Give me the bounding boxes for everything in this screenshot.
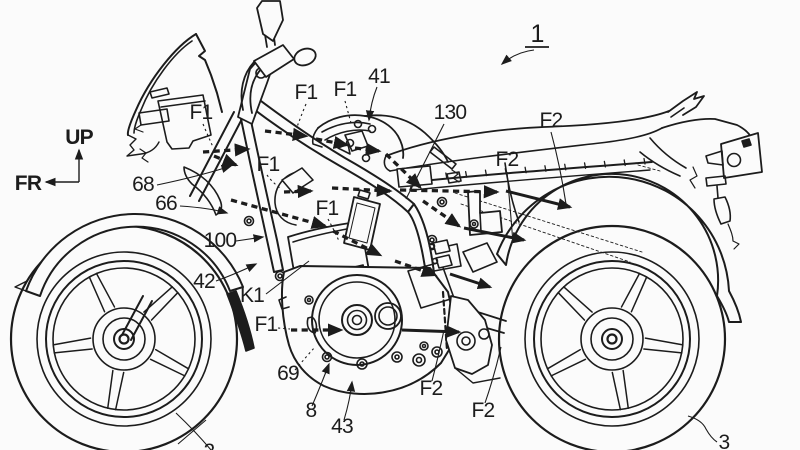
airflow-arrow-f1-dashed	[400, 190, 497, 192]
wheel-spoke	[551, 359, 585, 376]
ref-label-n68: 68	[132, 173, 154, 196]
ref-label-n69: 69	[277, 362, 299, 385]
up-axis-label: UP	[65, 126, 93, 149]
wheel-spoke	[564, 287, 592, 312]
ref-label-n3: 3	[719, 431, 730, 450]
airflow-arrow-f1-dashed	[355, 148, 379, 151]
leader-line-f1-top2	[345, 101, 351, 123]
wheel-spoke	[152, 293, 178, 320]
ref-label-n66: 66	[155, 192, 177, 215]
wheel-spoke	[53, 338, 90, 345]
ref-label-f2-seat1: F2	[540, 109, 563, 132]
leader-line-fig-1	[502, 50, 534, 64]
ref-label-f1-mid1: F1	[257, 153, 280, 176]
windscreen-and-headlight	[127, 34, 222, 162]
ref-label-n8: 8	[306, 399, 317, 422]
ref-label-f2-low1: F2	[420, 377, 443, 400]
ref-label-f1-mid2: F1	[316, 197, 339, 220]
wheel-spoke	[547, 350, 580, 369]
wheel-spoke	[96, 273, 114, 306]
ref-label-fig-1: 1	[530, 20, 543, 48]
wheel-spoke	[622, 273, 640, 306]
leader-line-n2	[178, 420, 206, 444]
wheel-spoke	[108, 371, 113, 409]
wheel-spoke	[151, 359, 185, 376]
ref-label-f1-top2: F1	[334, 78, 357, 101]
airflow-arrow-f2-solid	[402, 330, 459, 332]
wheel-spoke	[623, 371, 628, 409]
leader-line-f1-top1	[297, 104, 306, 127]
wheel-spoke	[89, 277, 104, 312]
ref-label-n130: 130	[434, 101, 467, 124]
ref-label-n41: 41	[368, 65, 390, 88]
airflow-arrow-f2-solid	[450, 274, 490, 287]
ref-label-f1-engine: F1	[255, 313, 278, 336]
wheel-spoke	[612, 372, 620, 409]
ref-label-k1: K1	[240, 284, 264, 307]
wheel-spoke	[645, 338, 682, 345]
wheel-spoke	[558, 293, 584, 320]
ref-label-n42: 42	[193, 270, 215, 293]
leader-line-n100	[236, 237, 263, 241]
ref-label-n43: 43	[331, 415, 353, 438]
airflow-arrow-f1-dashed	[203, 149, 248, 152]
ref-label-n100: 100	[204, 229, 237, 252]
leader-line-f1-mid1	[267, 175, 280, 188]
ref-label-n2: 2	[204, 440, 215, 450]
ref-label-f2-low2: F2	[472, 399, 495, 422]
wheel-spoke	[116, 372, 124, 409]
wheel-spoke	[54, 349, 92, 353]
engine	[279, 262, 454, 394]
wheel-spoke	[644, 349, 682, 353]
wheel-spoke	[631, 277, 646, 312]
direction-axes: UP FR	[15, 126, 94, 195]
ref-label-f1-screen: F1	[190, 101, 213, 124]
airflow-arrow-f1-dashed	[423, 201, 459, 226]
airflow-arrow-f1-dashed	[214, 156, 236, 165]
ref-label-f1-top1: F1	[295, 81, 318, 104]
wheel-spoke	[156, 350, 189, 369]
leader-line-n68	[157, 166, 231, 185]
fr-axis-label: FR	[15, 172, 42, 195]
rear-wheel	[499, 226, 725, 450]
airflow-arrow-f1-dashed	[284, 191, 311, 192]
ref-label-f2-seat2: F2	[496, 148, 519, 171]
